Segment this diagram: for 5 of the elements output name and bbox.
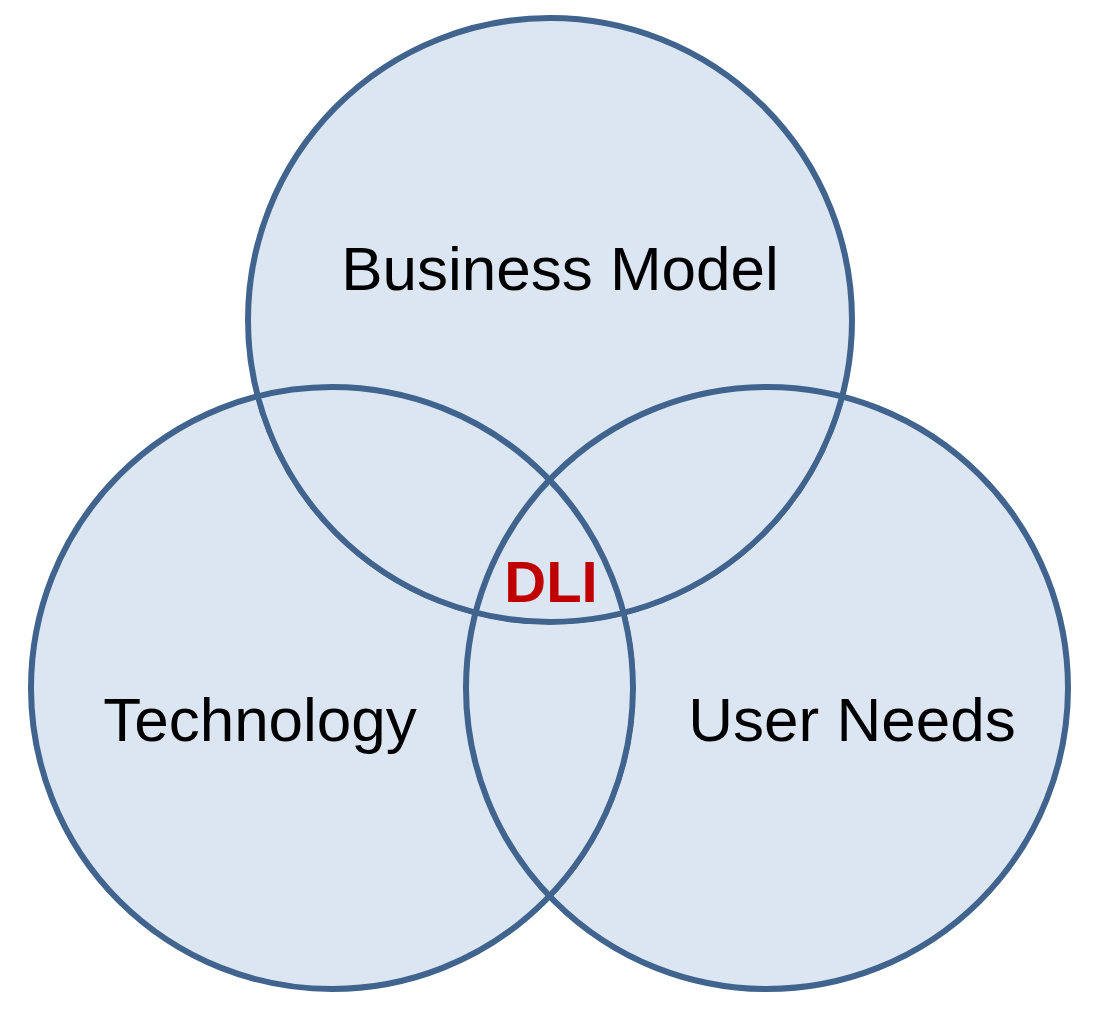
circle-label: Technology [103,685,417,755]
circle-label: Business Model [341,234,779,304]
intersection-label: DLI [504,550,598,614]
circle-label: User Needs [688,685,1016,755]
venn-circle [463,384,1071,992]
